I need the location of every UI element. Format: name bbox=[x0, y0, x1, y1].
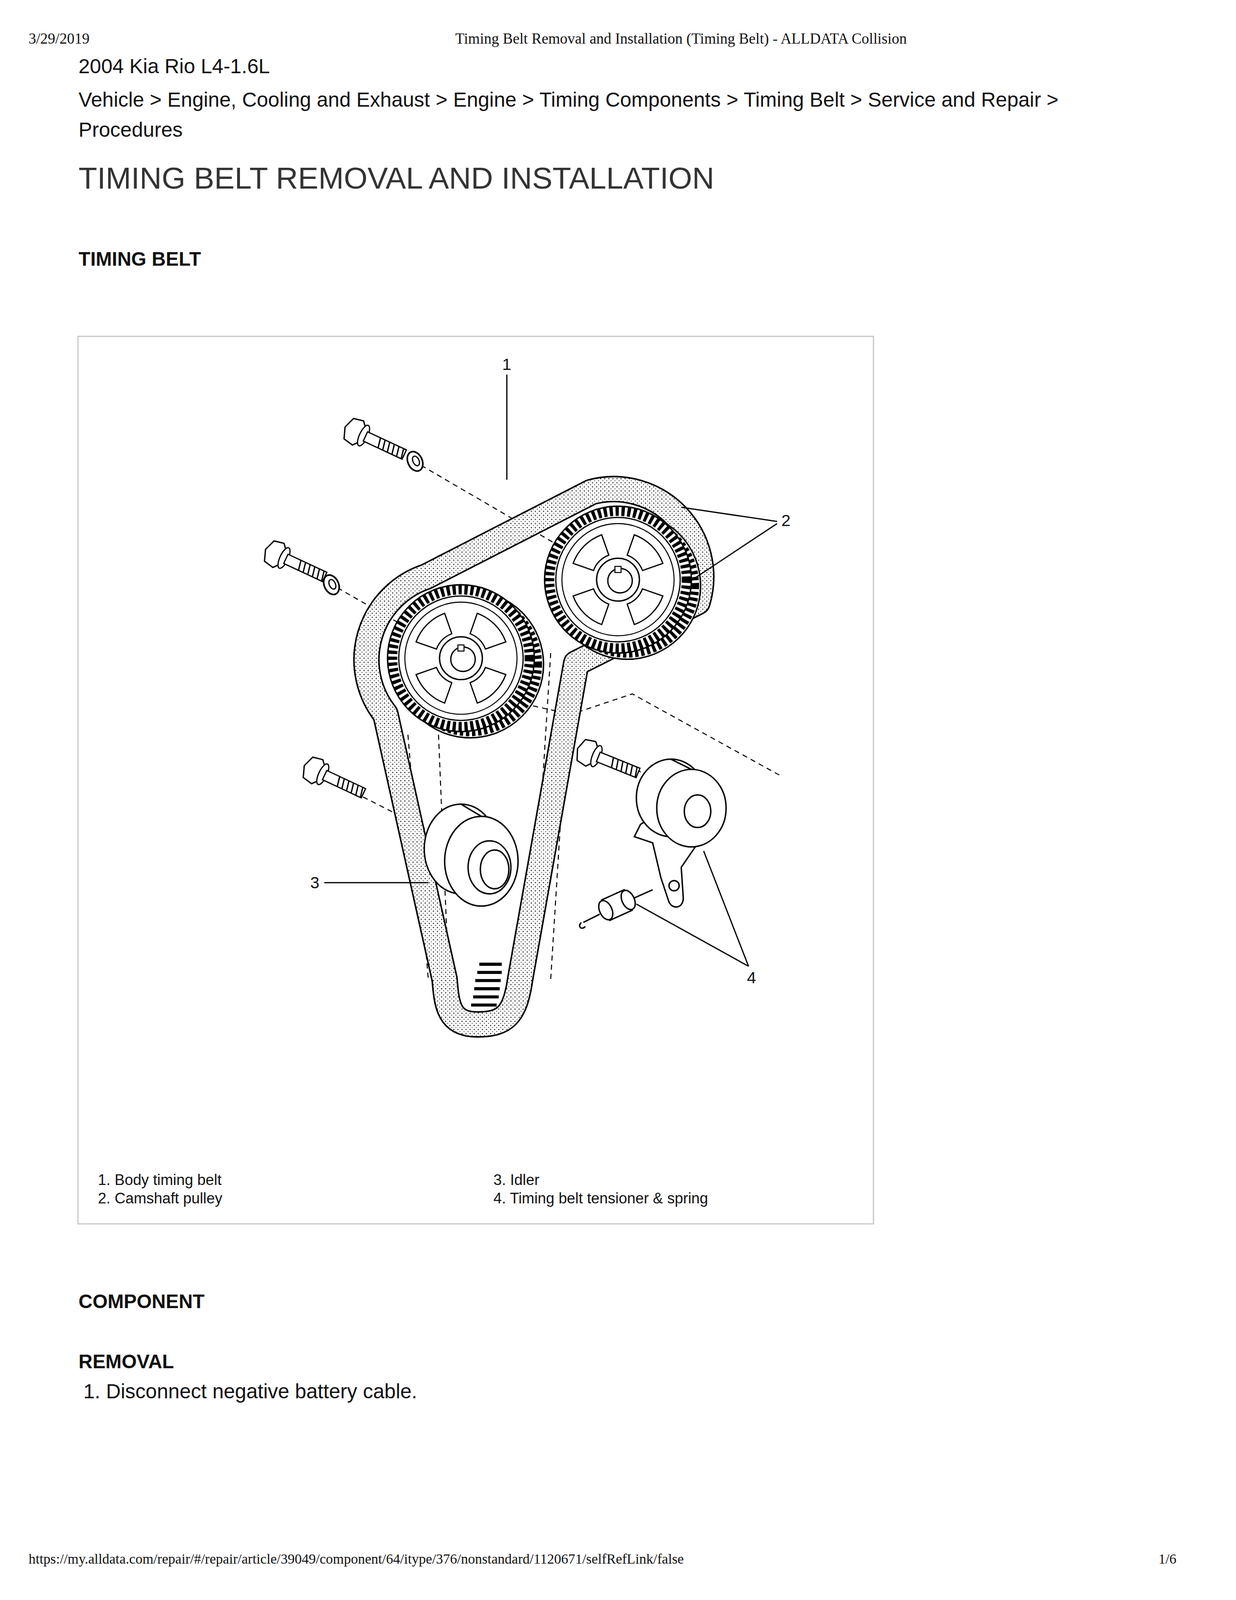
page-title: TIMING BELT REMOVAL AND INSTALLATION bbox=[78, 159, 715, 197]
section-heading: REMOVAL bbox=[78, 1349, 175, 1373]
page-number: 1/6 bbox=[1158, 1550, 1177, 1568]
callout-number: 1 bbox=[502, 354, 512, 375]
vehicle-name: 2004 Kia Rio L4-1.6L bbox=[78, 54, 270, 79]
callout-number: 2 bbox=[781, 510, 791, 531]
part-key: 3. Idler bbox=[493, 1170, 540, 1189]
part-key: 1. Body timing belt bbox=[97, 1170, 222, 1189]
part-key: 4. Timing belt tensioner & spring bbox=[493, 1188, 709, 1207]
part-key: 2. Camshaft pulley bbox=[97, 1188, 223, 1207]
callout-number: 3 bbox=[310, 872, 320, 893]
page-date: 3/29/2019 bbox=[28, 29, 90, 48]
section-heading: TIMING BELT bbox=[78, 247, 202, 271]
procedure-step: 1. Disconnect negative battery cable. bbox=[83, 1378, 418, 1404]
page-url: https://my.alldata.com/repair/#/repair/a… bbox=[28, 1550, 684, 1568]
callout-number: 4 bbox=[746, 967, 757, 988]
section-heading: COMPONENT bbox=[78, 1289, 205, 1313]
page-header: Timing Belt Removal and Installation (Ti… bbox=[455, 29, 907, 48]
breadcrumb: Vehicle > Engine, Cooling and Exhaust > … bbox=[78, 84, 1145, 145]
